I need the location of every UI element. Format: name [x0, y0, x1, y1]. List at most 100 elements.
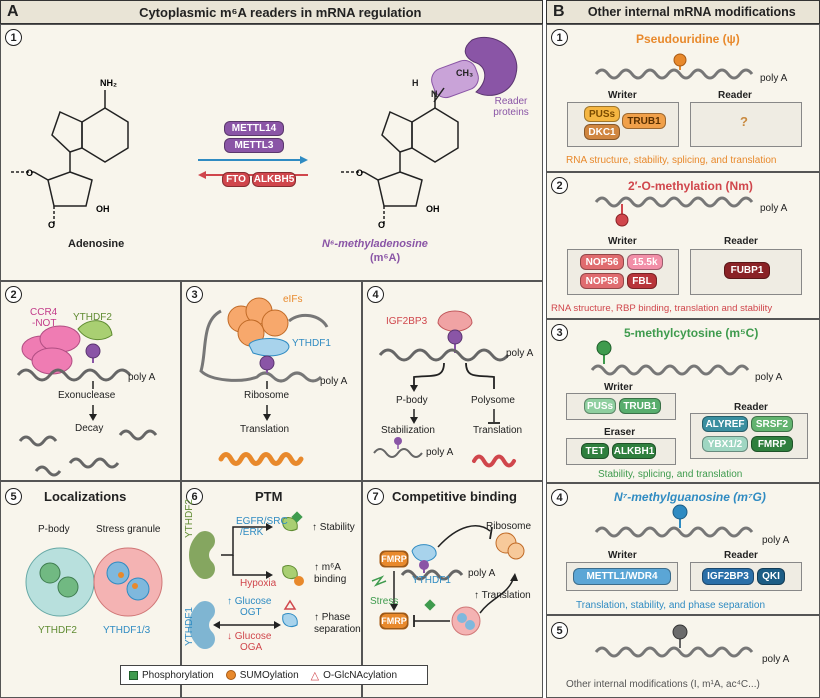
phase-sep-label1: ↑ Phase	[314, 612, 351, 623]
b1-reader-box	[690, 102, 802, 147]
ythdf1-label: YTHDF1	[292, 338, 331, 349]
b3-trub1-pill: TRUB1	[619, 398, 661, 414]
b2-writer-label: Writer	[608, 236, 637, 247]
h-atom: H	[412, 78, 419, 88]
b1-trub1-pill: TRUB1	[622, 113, 666, 129]
panel-a-header: A Cytoplasmic m⁶A readers in mRNA regula…	[0, 0, 543, 24]
ythdf2-ptm-text: YTHDF2	[184, 499, 195, 538]
b2-15k-pill: 15.5k	[627, 254, 663, 270]
m6a-binding-label1: ↑ m⁶A	[314, 562, 341, 573]
panel-a1-number: 1	[5, 29, 22, 46]
phospho-icon	[129, 670, 138, 680]
ythdf2-loc-label: YTHDF2	[38, 625, 77, 636]
igf2bp3-label: IGF2BP3	[386, 316, 428, 327]
b1-writer-label: Writer	[608, 90, 637, 101]
b3-writer-label: Writer	[604, 382, 633, 393]
panel-a-title: Cytoplasmic m⁶A readers in mRNA regulati…	[139, 4, 422, 20]
b2-nop58-pill: NOP58	[580, 273, 624, 289]
stress-granule-label: Stress granule	[96, 524, 161, 535]
b1-reader-unknown: ?	[740, 114, 748, 129]
panel-a5-number: 5	[5, 488, 22, 505]
panel-a-letter: A	[7, 3, 19, 20]
b3-polya: poly A	[755, 372, 783, 383]
b2-reader-label: Reader	[724, 236, 758, 247]
m6a-name: N⁶-methyladenosine	[322, 238, 428, 250]
adenosine-structure: NH₂ OH O O	[10, 78, 129, 230]
svg-text:O: O	[378, 220, 385, 230]
mettl3-pill: METTL3	[224, 138, 284, 153]
m6a-binding-label2: binding	[314, 574, 347, 585]
oga-label: OGA	[240, 642, 263, 653]
b2-nop56-pill: NOP56	[580, 254, 624, 270]
ythdf13-loc-label: YTHDF1/3	[103, 625, 151, 636]
glucose-down-label: ↓ Glucose	[227, 631, 272, 642]
translation-label: Translation	[240, 424, 290, 435]
svg-text:O: O	[356, 168, 363, 178]
b2-polya: poly A	[760, 203, 788, 214]
svg-text:NH₂: NH₂	[100, 78, 117, 88]
panel-b2-number: 2	[551, 177, 568, 194]
stress-a7-label: Stress	[370, 596, 399, 607]
oglc-legend-label: O-GlcNAcylation	[323, 669, 397, 681]
m6a-structure: OH O O	[340, 90, 459, 230]
ptm-legend: Phosphorylation SUMOylation △ O-GlcNAcyl…	[120, 665, 428, 685]
b5-rna	[594, 624, 754, 658]
stabilization-label: Stabilization	[381, 425, 435, 436]
localizations-title: Localizations	[44, 489, 127, 504]
phospho-legend-label: Phosphorylation	[142, 669, 214, 681]
b1-puss-pill: PUSs	[584, 106, 620, 122]
alkbh5-pill: ALKBH5	[252, 172, 296, 187]
b4-mettl1-pill: METTL1/WDR4	[573, 568, 671, 585]
exonuclease-label: Exonuclease	[58, 390, 116, 401]
b3-rna	[590, 340, 750, 376]
panel-a2	[0, 281, 181, 481]
ptm-title: PTM	[255, 489, 283, 504]
panel-b-header: B Other internal mRNA modifications	[546, 0, 820, 24]
b3-fmrp-pill: FMRP	[751, 436, 793, 452]
b1-function: RNA structure, stability, splicing, and …	[566, 155, 777, 166]
panel-a4-number: 4	[367, 286, 384, 303]
b4-title: N⁷-methylguanosine (m⁷G)	[614, 490, 766, 504]
glucose-up-label: ↑ Glucose	[227, 596, 272, 607]
b3-tet-pill: TET	[581, 443, 609, 459]
translation-illustration	[199, 297, 329, 466]
b3-alkbh1-pill: ALKBH1	[612, 443, 656, 459]
panel-a7-number: 7	[367, 488, 384, 505]
pbody-label: P-body	[396, 395, 428, 406]
pbody-loc-label: P-body	[38, 524, 70, 535]
b4-writer-label: Writer	[608, 550, 637, 561]
polysome-label: Polysome	[471, 395, 515, 406]
ythdf2-label: YTHDF2	[73, 312, 112, 323]
b3-ybx-pill: YBX1/2	[702, 436, 748, 452]
adenosine-label: Adenosine	[68, 238, 125, 250]
igf2bp3-illustration	[373, 310, 516, 468]
ythdf1-ptm-text: YTHDF1	[184, 607, 195, 646]
b2-title: 2′-O-methylation (Nm)	[628, 179, 753, 193]
ribosome-a7-label: Ribosome	[486, 521, 532, 532]
fmrp-pill-bottom: FMRP	[380, 613, 408, 629]
b3-puss-pill: PUSs	[584, 398, 616, 414]
egfr-label: EGFR/SRC	[236, 516, 288, 527]
b4-polya: poly A	[762, 535, 790, 546]
svg-text:O: O	[48, 220, 55, 230]
fto-pill: FTO	[222, 172, 250, 187]
mettl14-pill: METTL14	[224, 121, 284, 136]
hypoxia-label: Hypoxia	[240, 578, 277, 589]
phase-sep-label2: separation	[314, 624, 361, 635]
ythdf2-ptm-label: YTHDF2	[184, 499, 195, 538]
panel-b3-number: 3	[551, 324, 568, 341]
b3-srsf2-pill: SRSF2	[751, 416, 793, 432]
sumo-icon	[225, 670, 236, 680]
reader-protein-shape	[431, 36, 518, 103]
b4-reader-label: Reader	[724, 550, 758, 561]
m6a-abbr: (m⁶A)	[370, 252, 401, 264]
panel-a6	[181, 481, 362, 698]
decay-illustration	[16, 320, 158, 477]
b3-reader-label: Reader	[734, 402, 768, 413]
panel-b1	[546, 24, 820, 172]
svg-text:OH: OH	[96, 204, 110, 214]
b3-alyref-pill: ALYREF	[702, 416, 748, 432]
localization-illustration	[25, 547, 163, 617]
ythdf1-a7-label: YTHDF1	[412, 575, 451, 586]
panel-b-title: Other internal mRNA modifications	[587, 5, 796, 19]
